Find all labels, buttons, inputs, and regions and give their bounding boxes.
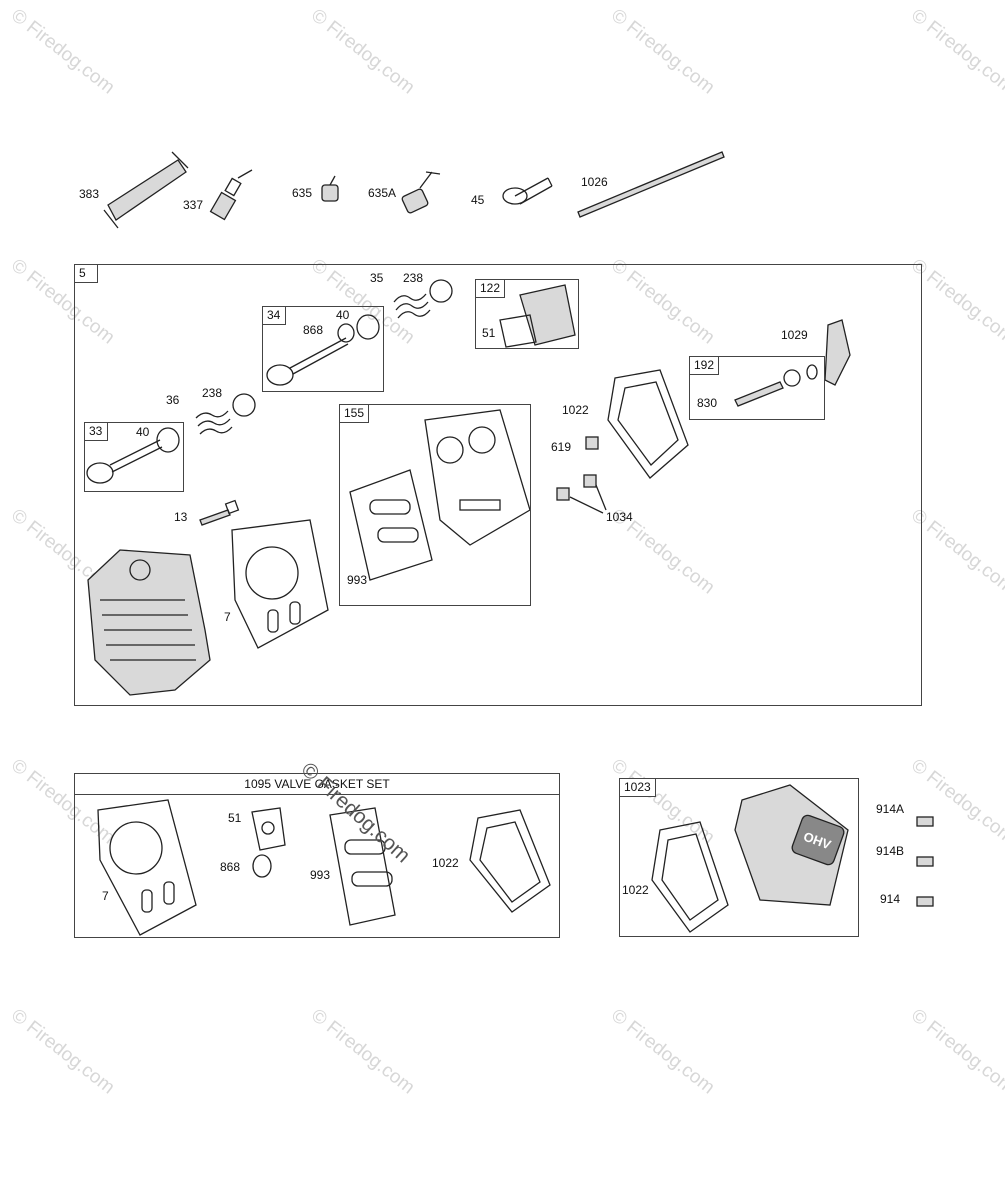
label-868: 868 <box>303 323 324 337</box>
valve-33 <box>86 427 180 484</box>
set-seal-868 <box>252 854 272 878</box>
tag-192: 192 <box>689 356 720 375</box>
nut-1034-b <box>583 474 597 488</box>
rocker-arm-1029 <box>824 319 851 386</box>
leader-1034 <box>569 484 607 514</box>
label-383: 383 <box>79 187 100 201</box>
label-914b: 914B <box>876 844 905 858</box>
box-122: 122 <box>475 279 579 349</box>
valve-gasket-set-box: 1095 VALVE GASKET SET <box>74 773 560 938</box>
label-36: 36 <box>166 393 180 407</box>
label-7: 7 <box>224 610 231 624</box>
part-635-drawing <box>321 175 339 202</box>
cylinder-head-box: 5 <box>74 264 922 706</box>
label-1029: 1029 <box>781 328 808 342</box>
label-830: 830 <box>697 396 718 410</box>
valve-box-34: 34 <box>262 306 384 392</box>
label-1034: 1034 <box>606 510 633 524</box>
label-619: 619 <box>551 440 572 454</box>
rocker-cover-box: 1023 <box>619 778 859 937</box>
intake-122-drawing <box>499 284 576 348</box>
part-635a-drawing <box>401 171 441 214</box>
gasket-box-155: 155 <box>339 404 531 606</box>
label-13: 13 <box>174 510 188 524</box>
label-868: 868 <box>220 860 241 874</box>
valve-spring-36 <box>195 410 233 435</box>
set-gasket-51 <box>251 807 286 851</box>
label-1026: 1026 <box>581 175 608 189</box>
screw-914a <box>916 816 934 827</box>
label-51: 51 <box>228 811 242 825</box>
label-238: 238 <box>202 386 223 400</box>
valve-box-33: 33 <box>84 422 184 492</box>
tag-5: 5 <box>74 264 98 283</box>
label-1022: 1022 <box>432 856 459 870</box>
gasket-1022-drawing <box>607 369 689 479</box>
cap-238-upper <box>429 279 453 303</box>
cover-gasket-1022 <box>651 821 729 933</box>
label-635a: 635A <box>368 186 397 200</box>
label-40: 40 <box>136 425 150 439</box>
set-gasket-993 <box>329 807 396 926</box>
valve-34 <box>266 314 380 386</box>
label-993: 993 <box>347 573 368 587</box>
tag-33: 33 <box>84 422 108 441</box>
fastener-619 <box>585 436 599 450</box>
tag-1023: 1023 <box>619 778 656 797</box>
cylinder-head-drawing <box>87 549 211 696</box>
nut-1034-a <box>556 487 570 501</box>
label-7: 7 <box>102 889 109 903</box>
part-383-drawing <box>103 151 189 229</box>
screw-914 <box>916 896 934 907</box>
cap-238-lower <box>232 393 256 417</box>
label-51: 51 <box>482 326 496 340</box>
label-40: 40 <box>336 308 350 322</box>
label-35: 35 <box>370 271 384 285</box>
valve-spring-35 <box>393 293 431 319</box>
box-192: 192 <box>689 356 825 420</box>
label-238: 238 <box>403 271 424 285</box>
tag-122: 122 <box>475 279 506 298</box>
gasket-set-title: 1095 VALVE GASKET SET <box>75 774 559 795</box>
label-337: 337 <box>183 198 204 212</box>
part-45-drawing <box>502 177 553 205</box>
label-45: 45 <box>471 193 485 207</box>
head-gasket-7 <box>231 519 329 649</box>
screw-914b <box>916 856 934 867</box>
label-914a: 914A <box>876 802 905 816</box>
set-gasket-7 <box>97 799 197 936</box>
label-1022: 1022 <box>622 883 649 897</box>
gasket-155-drawing <box>349 409 531 581</box>
part-337-drawing <box>209 169 253 221</box>
rocker-cover-drawing <box>734 784 849 906</box>
label-1022: 1022 <box>562 403 589 417</box>
label-993: 993 <box>310 868 331 882</box>
part-1026-drawing <box>577 151 725 218</box>
stud-830-drawing <box>734 364 818 407</box>
label-635: 635 <box>292 186 313 200</box>
tag-34: 34 <box>262 306 286 325</box>
set-gasket-1022 <box>469 809 551 913</box>
bolt-13 <box>199 499 240 526</box>
tag-155: 155 <box>339 404 370 423</box>
label-914: 914 <box>880 892 901 906</box>
